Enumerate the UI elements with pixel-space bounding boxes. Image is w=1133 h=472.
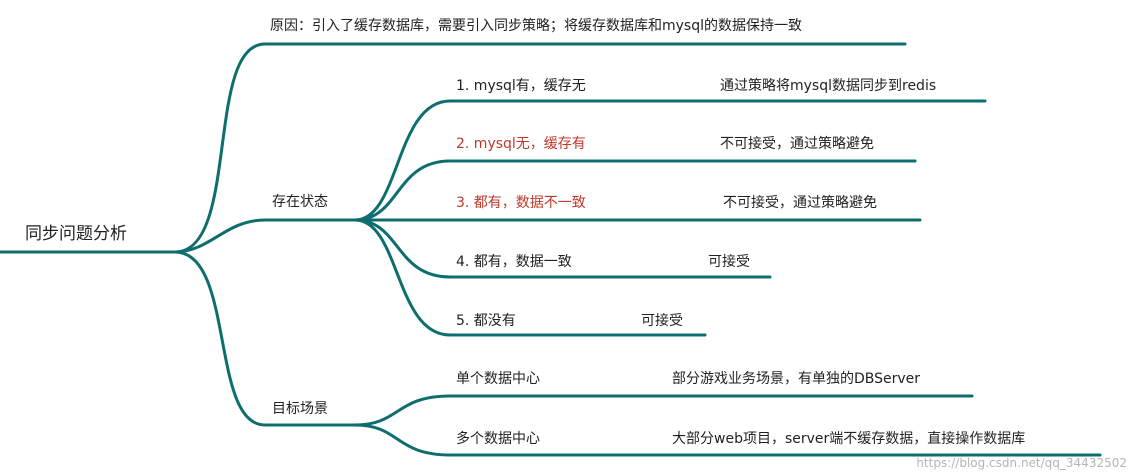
state-item-5-detail: 可接受	[641, 313, 683, 329]
state-item-2-detail: 不可接受，通过策略避免	[720, 136, 874, 152]
state-item-3-detail: 不可接受，通过策略避免	[723, 195, 877, 211]
state-item-1-label[interactable]: 1. mysql有，缓存无	[456, 78, 586, 94]
scenarios-topic[interactable]: 目标场景	[272, 401, 328, 417]
branch-state-5	[353, 218, 707, 337]
watermark-text: https://blog.csdn.net/qq_34432502	[916, 456, 1127, 470]
branch-state-2	[353, 159, 917, 222]
state-item-1-detail: 通过策略将mysql数据同步到redis	[720, 78, 937, 94]
state-item-4-label[interactable]: 4. 都有，数据一致	[456, 254, 572, 270]
scenario-item-1-detail: 部分游戏业务场景，有单独的DBServer	[672, 371, 921, 387]
root-topic[interactable]: 同步问题分析	[25, 224, 127, 244]
branch-scenario-1	[353, 394, 974, 427]
reason-topic[interactable]: 原因：引入了缓存数据库，需要引入同步策略；将缓存数据库和mysql的数据保持一致	[270, 18, 802, 34]
state-item-4-detail: 可接受	[708, 254, 750, 270]
states-topic[interactable]: 存在状态	[272, 194, 328, 210]
branch-state-1	[353, 99, 987, 222]
scenario-item-2-detail: 大部分web项目，server端不缓存数据，直接操作数据库	[672, 431, 1026, 447]
branch-states	[173, 218, 267, 254]
scenario-item-1-label[interactable]: 单个数据中心	[456, 371, 540, 387]
state-item-3-label[interactable]: 3. 都有，数据不一致	[456, 195, 586, 211]
scenario-item-2-label[interactable]: 多个数据中心	[456, 431, 540, 447]
state-item-5-label[interactable]: 5. 都没有	[456, 313, 516, 329]
branch-state-4	[353, 218, 772, 279]
branch-scenarios	[173, 250, 267, 427]
branch-scenario-2	[353, 423, 1102, 457]
state-item-2-label[interactable]: 2. mysql无，缓存有	[456, 136, 586, 152]
branch-reason	[173, 42, 907, 254]
